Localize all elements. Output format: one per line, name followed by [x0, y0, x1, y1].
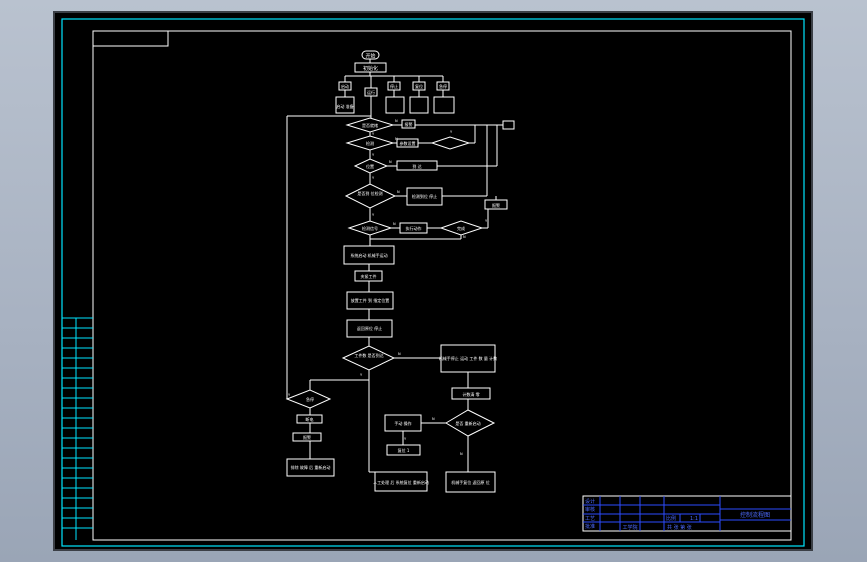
left-box-1-label: 断电: [306, 416, 314, 422]
sheet-background: [53, 11, 813, 551]
code-box: [92, 30, 169, 47]
edge-label-16: N: [432, 417, 435, 421]
sub-box-2: [385, 96, 405, 114]
left-decision-label: 急停: [306, 396, 314, 402]
tb-company: 工学院: [622, 524, 637, 531]
mid-box-4-label: 返回原位 停止: [357, 325, 382, 331]
edge-label-7: Y: [372, 176, 375, 180]
right-box-label: 报警: [492, 202, 500, 208]
tb-row-1: 设计: [585, 498, 595, 505]
edge-label-5: Y: [372, 153, 375, 157]
bottom-box: [374, 471, 428, 492]
left-decision: [285, 389, 332, 409]
mid-box-2-label: 夹紧工件: [361, 273, 377, 279]
process-5-label: 执行动作: [406, 225, 422, 231]
process-3-label: 到 达: [412, 163, 421, 169]
side-box-label: 报警: [405, 121, 413, 127]
start-label: 开始: [365, 53, 375, 60]
edge-label-18: Y: [404, 437, 407, 441]
decision-7-label: 工件数 是否到达: [354, 352, 383, 358]
edge-label-14: Y: [360, 373, 363, 377]
branch-label-2: 运行: [367, 89, 375, 95]
edge-label-12: N: [463, 235, 466, 239]
binding-strip: [62, 317, 93, 540]
edge-label-15: Y: [288, 393, 291, 397]
edge-label-9: Y: [372, 213, 375, 217]
tb-row-3: 工艺: [585, 516, 595, 522]
sub-box-4: [433, 96, 455, 114]
decision-4-label: 是否到 位检测: [357, 190, 382, 196]
br-box-2-label: 机械手复位 返回原 位: [451, 479, 490, 485]
tb-title: 控制流程图: [740, 511, 770, 519]
edge-label-11: Y: [485, 219, 488, 223]
br-box-2: [445, 471, 496, 493]
tb-scale-value: 1:1: [690, 516, 698, 522]
edge-label-8: N: [397, 190, 400, 194]
decision-2-label: 检测: [366, 140, 374, 146]
edge-label-1: N: [395, 119, 398, 123]
title-block: [582, 495, 792, 532]
edge-label-2: Y: [372, 132, 375, 136]
sub-box-1: [335, 96, 355, 114]
branch-label-1: 启动: [341, 83, 349, 89]
decision-3-label: 位置: [366, 163, 374, 169]
inner-frame: [92, 30, 792, 541]
left-box-2: [292, 432, 322, 442]
edge-label-17: N: [460, 452, 463, 456]
tb-row-2: 审核: [585, 506, 595, 513]
decision-8: [445, 409, 496, 437]
br-small-box: [386, 444, 421, 456]
decision-6-label: 完成: [457, 225, 465, 231]
edge-label-13: N: [398, 352, 401, 356]
tb-footer: 共 张 第 张: [667, 524, 692, 531]
sub-box-3: [409, 96, 429, 114]
edge-label-6: N: [389, 160, 392, 164]
right-small-box: [451, 387, 491, 400]
left-box-3: [286, 458, 335, 477]
mid-box-3: [346, 291, 394, 310]
top-right-box: [502, 120, 515, 130]
bottom-box-label: 人工处理 后 系统复位 重新启动: [373, 479, 429, 485]
tb-row-4: 批准: [585, 523, 595, 530]
title-block-text: 设计 审核 工艺 批准 比例 1:1 共 张 第 张 控制流程图 工学院: [585, 498, 770, 531]
edge-label-10: N: [393, 222, 396, 226]
br-box-1-label: 手动 操作: [394, 420, 411, 426]
mid-box-1-label: 系统启动 机械手运动: [350, 252, 387, 258]
decision-5-label: 检测信号: [362, 225, 378, 231]
process-4-label: 检测到位 停止: [412, 193, 437, 199]
br-small-label: 复位 1: [398, 447, 410, 453]
outer-frame: [61, 18, 805, 547]
branch-label-4: 复位: [415, 83, 423, 89]
edge-label-4: Y: [450, 130, 453, 134]
decision-8-label: 是否 重新启动: [455, 420, 480, 426]
right-process-label: 机械手停止 运动 工件 数 量 计数: [439, 355, 497, 361]
branch-label-3: 停止: [390, 83, 398, 89]
mid-box-3-label: 放置工件 到 指定位置: [351, 297, 390, 303]
sub-label-1: 启动 准备: [336, 103, 353, 109]
init-label: 初始化: [363, 65, 378, 72]
tb-scale-label: 比例: [666, 515, 676, 522]
process-1-label: 参数设置: [400, 140, 416, 146]
left-box-2-label: 报警: [303, 434, 311, 440]
side-box: [401, 119, 416, 129]
left-box-3-label: 排除 故障 后 重新启动: [291, 464, 331, 470]
branch-label-5: 急停: [439, 83, 447, 89]
right-small-label: 计数清 零: [462, 391, 479, 397]
flowchart: 开始 初始化 启动 运行 停止 复位 急停 启动 准备 是否就绪: [285, 50, 515, 493]
edge-label-3: N: [395, 137, 398, 141]
decision-1-label: 是否就绪: [362, 122, 378, 128]
